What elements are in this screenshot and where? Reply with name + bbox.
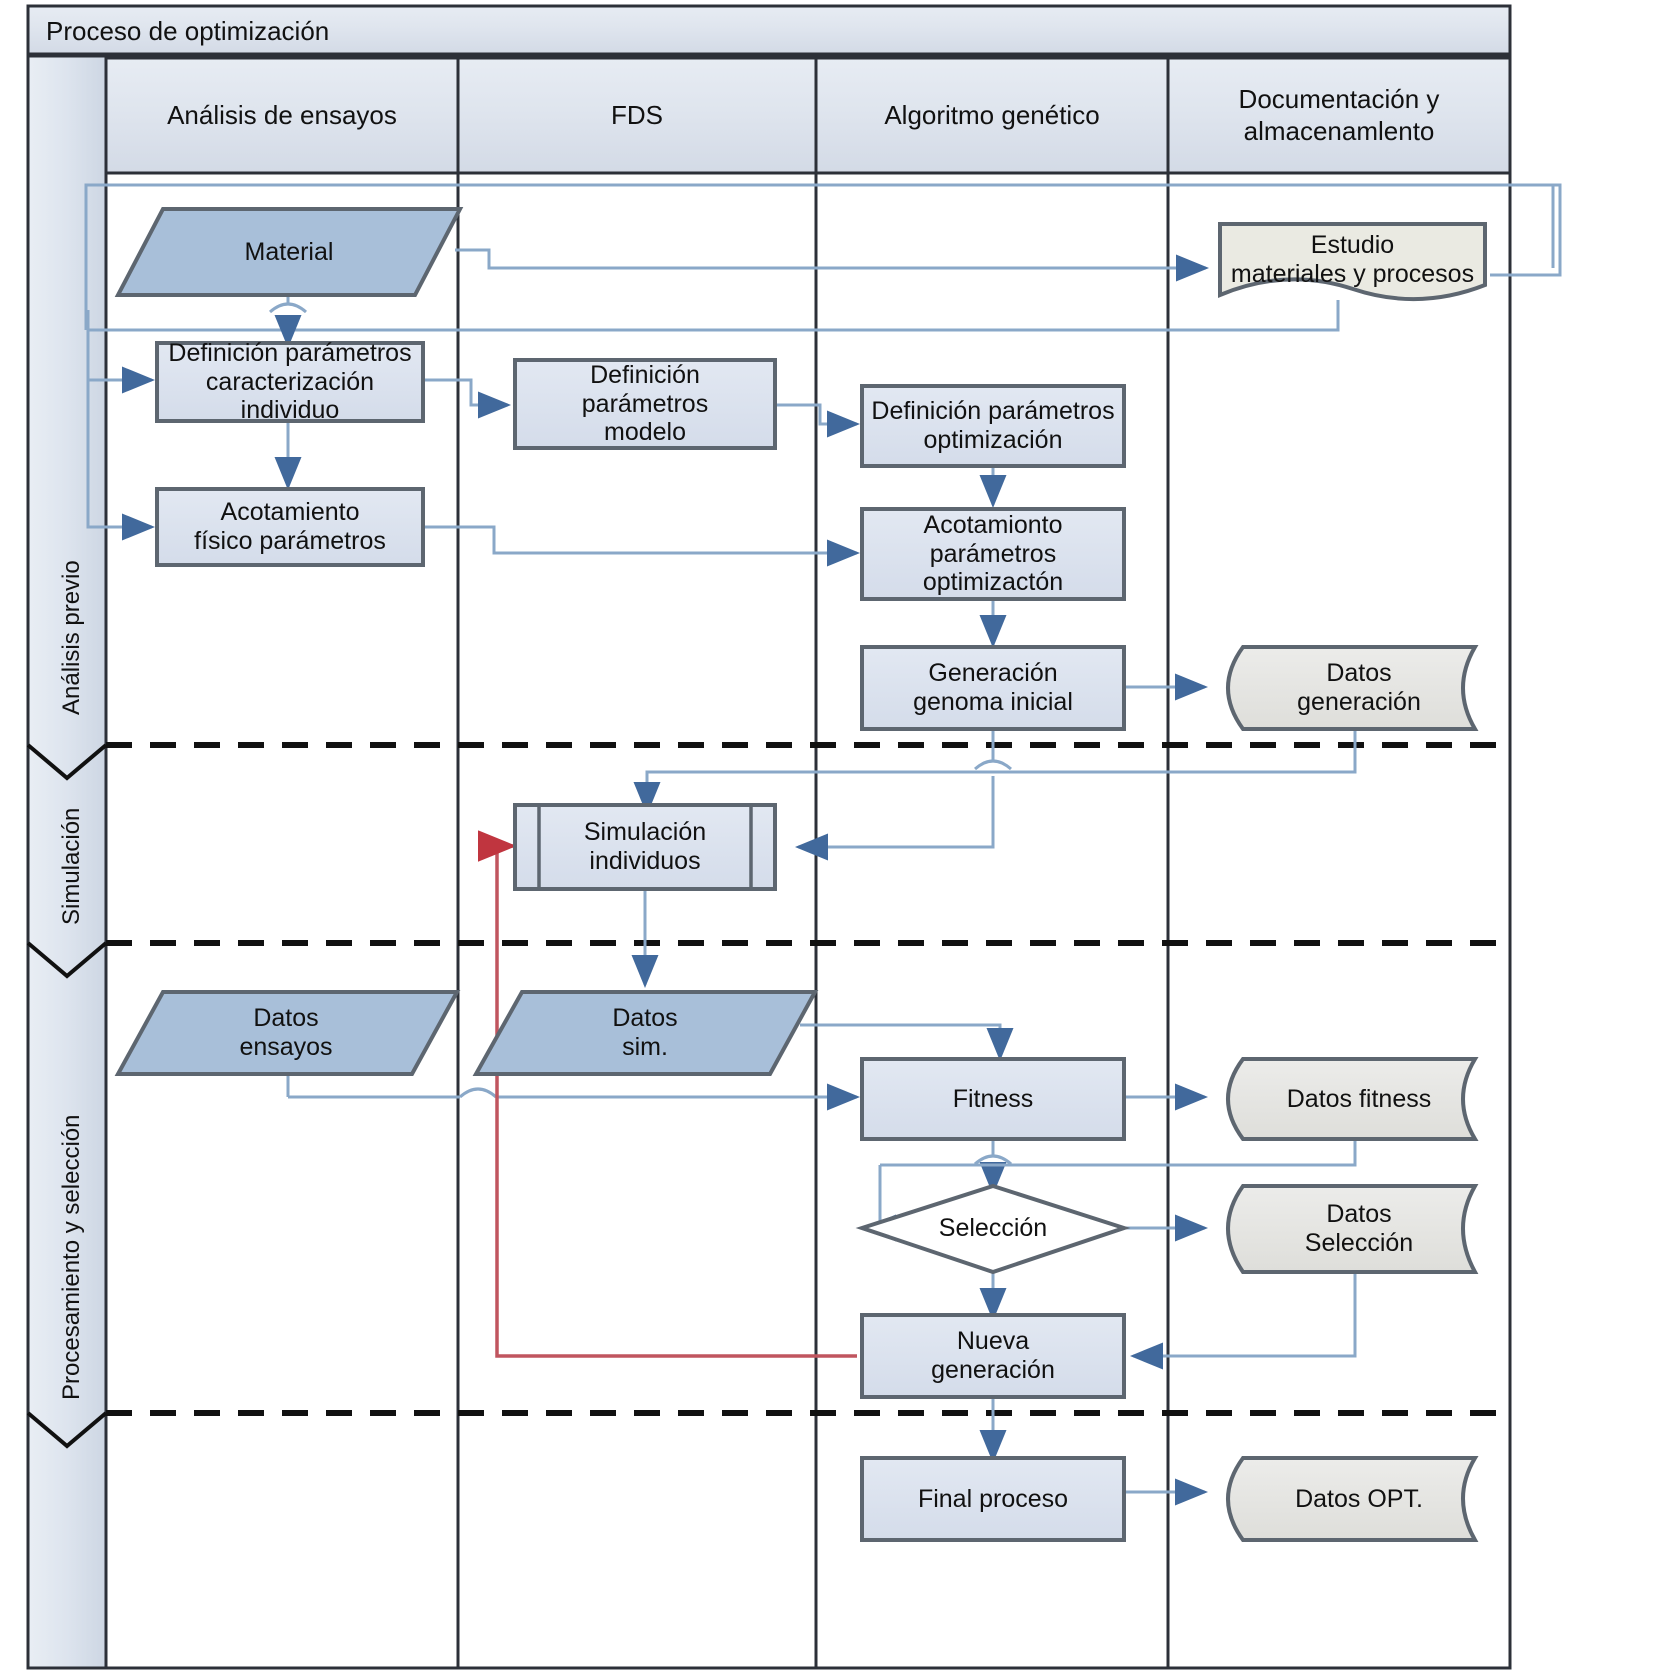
node-definicion-parametros-caracterizacion[interactable] xyxy=(155,341,425,423)
node-fitness[interactable] xyxy=(860,1057,1126,1141)
node-seleccion[interactable] xyxy=(855,1183,1131,1275)
node-simulacion-individuos[interactable] xyxy=(513,803,777,891)
phase-label-procesamiento: Procesamiento y selección xyxy=(58,1114,85,1400)
lane-header-analisis-de-ensayos: Análisis de ensayos xyxy=(167,99,397,130)
phase-label-simulacion: Simulación xyxy=(58,807,85,925)
node-estudio-materiales[interactable] xyxy=(1218,222,1487,301)
node-datos-generacion[interactable] xyxy=(1226,645,1479,731)
node-final-proceso[interactable] xyxy=(860,1456,1126,1542)
node-datos-seleccion[interactable] xyxy=(1226,1184,1479,1274)
lane-header-algoritmo-genetico: Algoritmo genético xyxy=(884,99,1100,130)
feedback-loop-connector xyxy=(478,830,857,1358)
phase-label-analisis-previo: Análisis previo xyxy=(58,560,85,715)
node-nueva-generacion[interactable] xyxy=(860,1313,1126,1399)
node-definicion-parametros-optimizacion[interactable] xyxy=(860,384,1126,468)
node-acotamiento-fisico[interactable] xyxy=(155,487,425,567)
node-definicion-parametros-modelo[interactable] xyxy=(513,358,777,450)
node-datos-ensayos[interactable] xyxy=(114,990,461,1076)
page-title: Proceso de optimización xyxy=(46,16,330,46)
lane-header-fds: FDS xyxy=(611,99,663,130)
lane-header-documentacion: Documentación y almacenamlento xyxy=(1238,84,1440,146)
node-generacion-genoma-inicial[interactable] xyxy=(860,645,1126,731)
node-datos-fitness[interactable] xyxy=(1226,1057,1479,1141)
node-acotamiento-parametros-optimizacion[interactable] xyxy=(860,507,1126,601)
node-datos-sim[interactable] xyxy=(472,990,819,1076)
node-datos-opt[interactable] xyxy=(1226,1456,1479,1542)
node-material[interactable] xyxy=(114,207,464,297)
